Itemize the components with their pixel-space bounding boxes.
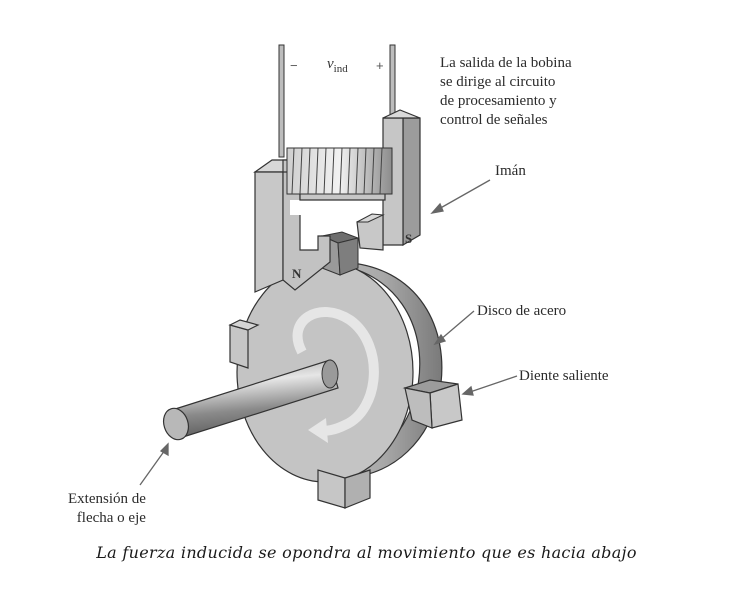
coil-output-label: La salida de la bobina se dirige al circ…	[440, 54, 572, 130]
shaft	[162, 359, 339, 441]
coil-output-line-2: se dirige al circuito	[440, 74, 556, 90]
north-pole-label: N	[292, 266, 302, 281]
coil-output-line-4: control de señales	[440, 112, 548, 128]
coil-output-line-1: La salida de la bobina	[440, 55, 572, 71]
voltage-symbol: v	[327, 56, 334, 72]
leader-arrows	[139, 179, 518, 486]
shaft-line-1: Extensión de	[68, 491, 146, 507]
magnet-label: Imán	[495, 163, 526, 179]
voltage-subscript: ind	[333, 63, 348, 75]
negative-terminal: −	[290, 58, 298, 73]
coil-winding	[286, 147, 393, 195]
positive-terminal: +	[376, 58, 384, 73]
rotation-arrow-icon	[292, 307, 379, 443]
shaft-line-2: flecha o eje	[76, 510, 146, 526]
caption: La fuerza inducida se opondra al movimie…	[96, 543, 637, 562]
tooth-label: Diente saliente	[519, 368, 609, 384]
coil-output-line-3: de procesamiento y	[440, 93, 557, 109]
steel-disk-label: Disco de acero	[477, 303, 567, 319]
shaft-label: Extensión de flecha o eje	[68, 490, 146, 528]
induced-voltage-label: vind	[327, 56, 348, 75]
south-pole-label: S	[405, 231, 413, 246]
steel-disk	[236, 261, 443, 483]
